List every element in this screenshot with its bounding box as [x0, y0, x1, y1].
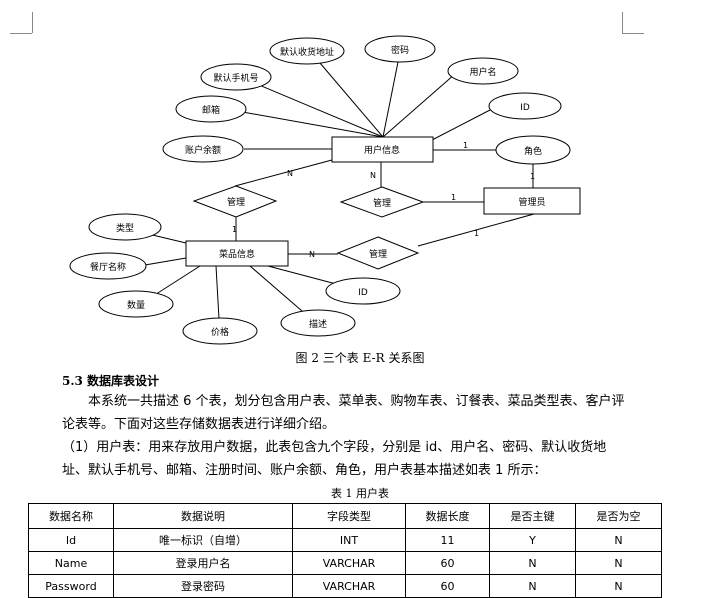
- cardinality-labels: 1 1 N 1 N 1 N 1: [232, 141, 535, 259]
- card-role-admin: 1: [530, 172, 535, 181]
- attr-restaurant: 餐厅名称: [69, 252, 147, 280]
- entity-dish-label: 菜品信息: [219, 248, 255, 260]
- card-dish-manage: N: [309, 250, 315, 259]
- attr-email-label: 邮箱: [202, 104, 220, 116]
- attr-role: 角色: [495, 135, 571, 165]
- user-table: 数据名称 数据说明 字段类型 数据长度 是否主键 是否为空 Id 唯一标识（自增…: [28, 503, 662, 598]
- attr-user-id-label: ID: [520, 103, 530, 113]
- table-cell: 60: [405, 551, 490, 575]
- table-cell: 11: [405, 528, 490, 552]
- table-cell: 60: [405, 574, 490, 598]
- paragraph-intro: 本系统一共描述 6 个表，划分包含用户表、菜单表、购物车表、订餐表、菜品类型表、…: [62, 394, 625, 432]
- er-diagram: 用户信息 管理员 菜品信息 管理 管理 管理 默认收货地址: [69, 35, 581, 345]
- attr-type-label: 类型: [116, 222, 134, 234]
- table-cell: Name: [28, 551, 114, 575]
- paragraph-user-table: （1）用户表：用来存放用户数据，此表包含九个字段，分别是 id、用户名、密码、默…: [62, 440, 607, 478]
- table-row: Name 登录用户名 VARCHAR 60 N N: [28, 551, 662, 575]
- figure-caption: 图 2 三个表 E-R 关系图: [295, 351, 425, 365]
- attr-type: 类型: [88, 213, 162, 241]
- corner-mark-top-left: [10, 33, 32, 34]
- attr-price-label: 价格: [211, 326, 229, 338]
- table-cell: VARCHAR: [292, 574, 406, 598]
- entity-user-label: 用户信息: [364, 144, 400, 156]
- attr-password: 密码: [364, 35, 436, 63]
- attr-qty-label: 数量: [127, 299, 145, 311]
- table-cell: N: [489, 574, 576, 598]
- table-header-row: 数据名称 数据说明 字段类型 数据长度 是否主键 是否为空: [28, 503, 662, 529]
- table-header-cell: 数据名称: [28, 503, 114, 529]
- relation-manage-dish: 管理: [336, 236, 420, 270]
- card-user-manage-mid: N: [370, 171, 376, 180]
- table-header-cell: 是否为空: [575, 503, 662, 529]
- attr-restaurant-label: 餐厅名称: [90, 261, 126, 273]
- relation-manage-dish-label: 管理: [369, 248, 387, 260]
- corner-mark-top-right-v: [622, 12, 623, 33]
- attr-email: 邮箱: [175, 95, 247, 123]
- table-cell: N: [489, 551, 576, 575]
- table-cell: N: [575, 574, 662, 598]
- entity-dish: 菜品信息: [185, 240, 289, 267]
- section-heading: 5.3 数据库表设计: [62, 374, 160, 388]
- attr-desc: 描述: [280, 309, 356, 337]
- card-manage-admin: 1: [474, 229, 479, 238]
- attr-balance: 账户余额: [162, 135, 244, 163]
- attr-phone: 默认手机号: [200, 63, 272, 91]
- table-cell: 登录密码: [113, 574, 293, 598]
- table-cell: 唯一标识（自增）: [113, 528, 293, 552]
- attr-phone-label: 默认手机号: [213, 72, 258, 84]
- attr-balance-label: 账户余额: [185, 144, 221, 156]
- er-connector-lines: [139, 61, 535, 320]
- corner-mark-top-right: [622, 33, 644, 34]
- attr-role-label: 角色: [524, 145, 542, 157]
- attr-dish-id-label: ID: [358, 288, 368, 298]
- relation-manage-left-label: 管理: [227, 196, 245, 208]
- table-cell: Password: [28, 574, 114, 598]
- corner-mark-top-left-v: [32, 12, 33, 33]
- card-user-left: N: [287, 169, 293, 178]
- card-user-role: 1: [463, 141, 468, 150]
- table-caption: 表 1 用户表: [331, 487, 389, 500]
- table-cell: Y: [489, 528, 576, 552]
- table-cell: INT: [292, 528, 406, 552]
- attr-user-id: ID: [488, 92, 562, 120]
- table-header-cell: 数据说明: [113, 503, 293, 529]
- relation-manage-mid-label: 管理: [373, 197, 391, 209]
- table-cell: 登录用户名: [113, 551, 293, 575]
- table-cell: N: [575, 551, 662, 575]
- attr-dish-id: ID: [325, 277, 401, 305]
- relation-manage-left: 管理: [192, 185, 278, 218]
- attr-username-label: 用户名: [469, 66, 496, 78]
- attr-desc-label: 描述: [309, 318, 327, 330]
- table-cell: Id: [28, 528, 114, 552]
- table-header-cell: 字段类型: [292, 503, 406, 529]
- table-header-cell: 数据长度: [405, 503, 490, 529]
- attr-address: 默认收货地址: [269, 37, 345, 65]
- table-row: Password 登录密码 VARCHAR 60 N N: [28, 574, 662, 598]
- attr-username: 用户名: [447, 57, 519, 85]
- entity-admin: 管理员: [483, 187, 581, 215]
- table-cell: VARCHAR: [292, 551, 406, 575]
- entity-user: 用户信息: [331, 136, 434, 163]
- table-header-cell: 是否主键: [489, 503, 576, 529]
- attr-qty: 数量: [98, 290, 174, 318]
- entity-admin-label: 管理员: [518, 196, 545, 208]
- table-row: Id 唯一标识（自增） INT 11 Y N: [28, 528, 662, 552]
- relation-manage-mid: 管理: [339, 186, 425, 218]
- attr-address-label: 默认收货地址: [280, 46, 334, 58]
- attr-price: 价格: [182, 317, 258, 345]
- card-manage-mid-admin: 1: [451, 193, 456, 202]
- attr-password-label: 密码: [391, 44, 409, 56]
- table-cell: N: [575, 528, 662, 552]
- card-left-dish: 1: [232, 225, 237, 234]
